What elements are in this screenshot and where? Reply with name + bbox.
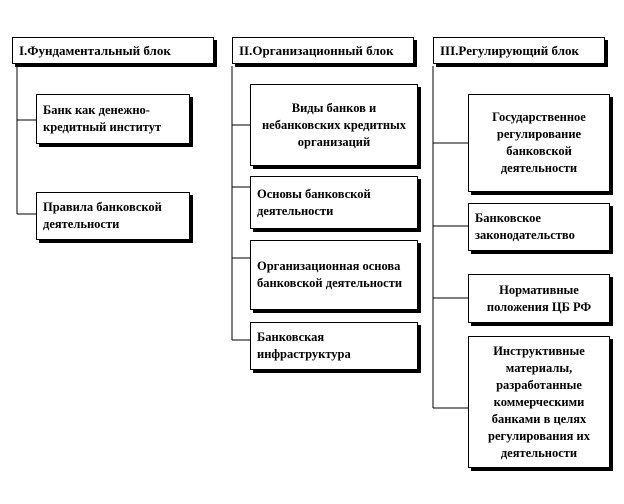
box-banking-infrastructure-label: Банковская инфраструктура xyxy=(257,330,351,361)
box-banking-basics-label: Основы банковской деятельности xyxy=(257,186,371,218)
box-instructional-materials-label: Инструктивные материалы, разработанные к… xyxy=(488,343,590,460)
box-bank-institution: Банк как денежно-кредитный институт xyxy=(36,94,190,144)
box-banking-legislation: Банковское законодательство xyxy=(468,203,610,251)
header-fundamental-label: I.Фундаментальный блок xyxy=(19,43,171,58)
box-banking-infrastructure: Банковская инфраструктура xyxy=(250,322,418,370)
box-state-regulation-label: Государственное регулирование банковской… xyxy=(492,110,586,175)
connector-block2 xyxy=(231,66,250,341)
header-organizational-block: II.Организационный блок xyxy=(232,37,414,64)
box-bank-types-label: Виды банков и небанковских кредитных орг… xyxy=(261,100,407,149)
box-bank-types: Виды банков и небанковских кредитных орг… xyxy=(250,84,418,166)
box-state-regulation: Государственное регулирование банковской… xyxy=(468,94,610,192)
box-cbr-regulations-label: Нормативные положения ЦБ РФ xyxy=(486,282,592,314)
header-regulatory-block: III.Регулирующий блок xyxy=(433,37,605,64)
header-fundamental-block: I.Фундаментальный блок xyxy=(12,37,214,64)
box-bank-institution-label: Банк как денежно-кредитный институт xyxy=(43,103,162,134)
box-banking-legislation-label: Банковское законодательство xyxy=(475,211,575,242)
connector-block1 xyxy=(16,66,36,215)
connector-block3 xyxy=(432,66,468,409)
box-organizational-basis-label: Организационная основа банковской деятел… xyxy=(257,259,403,290)
box-cbr-regulations: Нормативные положения ЦБ РФ xyxy=(468,274,610,323)
box-banking-basics: Основы банковской деятельности xyxy=(250,176,418,229)
box-organizational-basis: Организационная основа банковской деятел… xyxy=(250,240,418,310)
box-banking-rules-label: Правила банковской деятельности xyxy=(43,200,162,231)
box-instructional-materials: Инструктивные материалы, разработанные к… xyxy=(468,336,610,468)
box-banking-rules: Правила банковской деятельности xyxy=(36,192,190,240)
header-organizational-label: II.Организационный блок xyxy=(239,43,394,58)
header-regulatory-label: III.Регулирующий блок xyxy=(440,43,579,58)
